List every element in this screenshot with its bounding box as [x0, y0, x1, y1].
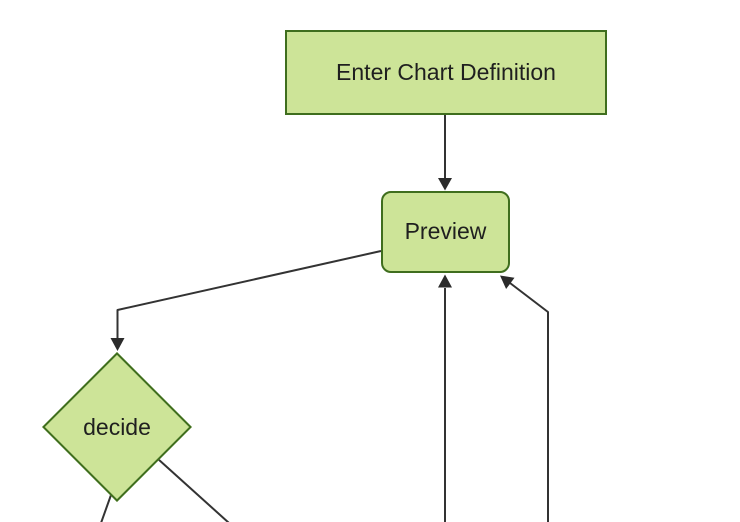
- edge-bottom-right-to-preview: [509, 282, 549, 522]
- edge-decide-to-offscreen-left: [100, 494, 112, 522]
- node-enter-chart-definition: Enter Chart Definition: [285, 30, 607, 115]
- node-enter-chart-definition-label: Enter Chart Definition: [336, 58, 556, 85]
- arrowhead-into-preview-top: [438, 178, 452, 191]
- edge-decide-to-offscreen-right: [157, 458, 230, 522]
- edge-preview-to-decide: [116, 250, 382, 340]
- arrowhead-into-decide-top: [110, 338, 125, 351]
- arrowhead-into-preview-corner: [500, 275, 515, 289]
- node-preview-label: Preview: [404, 218, 487, 245]
- node-preview: Preview: [381, 191, 510, 273]
- arrowhead-into-preview-bottom: [438, 274, 452, 288]
- node-decide: decide: [42, 352, 192, 502]
- node-decide-label: decide: [83, 413, 151, 440]
